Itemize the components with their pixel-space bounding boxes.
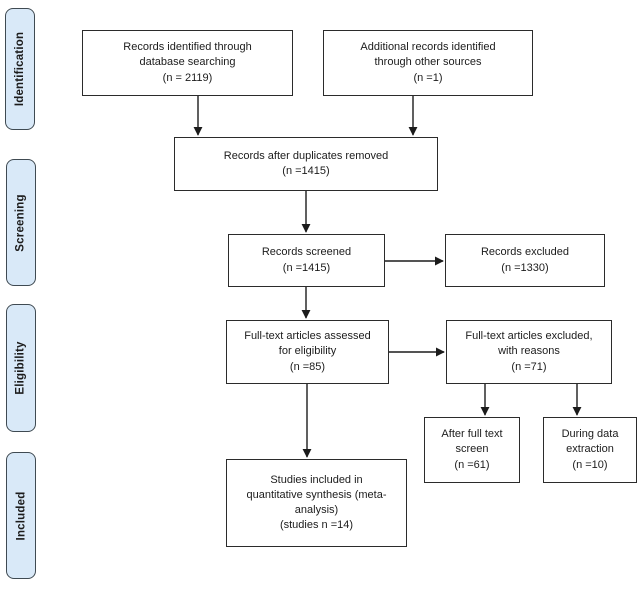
- box-text-line: Studies included in: [270, 473, 363, 486]
- stage-screening: Screening: [6, 159, 36, 286]
- stage-included: Included: [6, 452, 36, 579]
- stage-identification: Identification: [5, 8, 35, 130]
- box-records-identified: Records identified through database sear…: [82, 30, 293, 96]
- box-text-line: During data: [561, 428, 619, 441]
- box-text-line: (n =71): [511, 360, 547, 373]
- box-text-line: (n =1415): [282, 261, 331, 274]
- box-text-line: with reasons: [498, 345, 560, 358]
- box-text-line: (n =1330): [501, 261, 549, 274]
- box-fulltext-assessed: Full-text articles assessed for eligibil…: [226, 320, 389, 384]
- box-text-line: screen: [455, 443, 489, 456]
- box-text-line: Records excluded: [480, 246, 570, 259]
- box-duplicates-removed: Records after duplicates removed (n =141…: [174, 137, 438, 191]
- box-text-line: analysis): [294, 504, 339, 516]
- box-text-line: Records after duplicates removed: [223, 149, 389, 162]
- stage-label: Screening: [15, 193, 27, 252]
- stage-label: Identification: [14, 31, 27, 107]
- box-text-line: Additional records identified: [360, 41, 496, 54]
- stage-label: Included: [15, 491, 28, 540]
- box-text-line: (n =85): [289, 360, 326, 373]
- box-fulltext-excluded: Full-text articles excluded, with reason…: [446, 320, 612, 384]
- box-text-line: quantitative synthesis (meta-: [246, 488, 387, 501]
- box-during-data-extraction: During data extraction (n =10): [543, 417, 637, 483]
- box-text-line: Full-text articles excluded,: [465, 330, 593, 343]
- box-text-line: (n =1): [413, 71, 443, 84]
- stage-eligibility: Eligibility: [6, 304, 36, 432]
- box-text-line: (n = 2119): [162, 71, 213, 84]
- box-text-line: (n =10): [572, 458, 608, 471]
- box-text-line: database searching: [139, 56, 236, 69]
- box-after-fulltext-screen: After full text screen (n =61): [424, 417, 520, 483]
- box-studies-included: Studies included in quantitative synthes…: [226, 459, 407, 547]
- box-records-screened: Records screened (n =1415): [228, 234, 385, 287]
- box-text-line: (n =1415): [282, 165, 330, 177]
- box-text-line: for eligibility: [278, 345, 337, 358]
- box-records-excluded: Records excluded (n =1330): [445, 234, 605, 287]
- box-text-line: Full-text articles assessed: [244, 330, 371, 343]
- box-text-line: (studies n =14): [279, 519, 354, 532]
- box-text-line: After full text: [441, 428, 503, 441]
- box-text-line: Records screened: [261, 246, 352, 259]
- box-additional-records: Additional records identified through ot…: [323, 30, 533, 96]
- box-text-line: through other sources: [374, 56, 482, 69]
- box-text-line: (n =61): [454, 458, 490, 471]
- box-text-line: extraction: [566, 443, 614, 456]
- box-text-line: Records identified through: [123, 41, 252, 54]
- stage-label: Eligibility: [15, 341, 28, 395]
